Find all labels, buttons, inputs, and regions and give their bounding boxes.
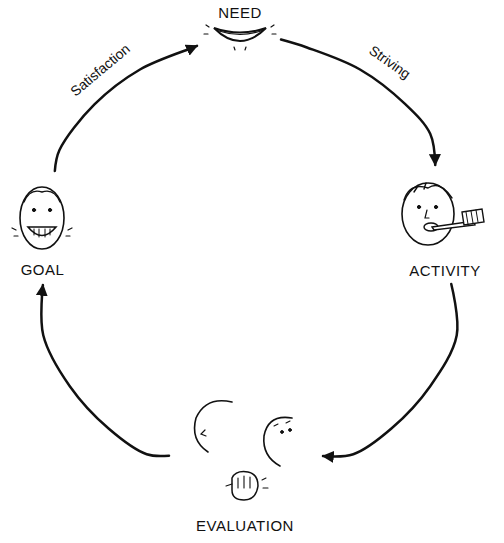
hair (404, 183, 452, 200)
node-label: NEED (218, 4, 262, 21)
fist (232, 472, 258, 500)
ear (201, 430, 206, 436)
teeth (34, 229, 50, 237)
cycle-arrow (281, 40, 435, 165)
toothbrush-bristles (462, 209, 484, 225)
hair (24, 191, 60, 202)
eye (281, 431, 284, 434)
motion-marks (262, 478, 268, 488)
sparkle-marks (204, 25, 276, 50)
node-label: ACTIVITY (409, 262, 481, 279)
head-outline (20, 187, 64, 249)
brow (274, 421, 290, 426)
head-profile (195, 401, 233, 452)
cycle-arrow (41, 285, 169, 456)
head-outline (402, 183, 454, 245)
eye (289, 429, 292, 432)
evaluation-faces (195, 401, 293, 500)
need-mouth (204, 25, 276, 50)
open-mouth (214, 28, 266, 41)
goal-node: GOAL (5, 172, 80, 282)
eye (434, 205, 437, 208)
head-profile (264, 417, 292, 466)
bristle-lines (466, 210, 478, 224)
activity-node: ACTIVITY (395, 168, 495, 283)
node-label: GOAL (21, 261, 65, 278)
goal-face (12, 187, 72, 249)
eye (32, 208, 35, 211)
evaluation-node: EVALUATION (170, 383, 320, 538)
grin (28, 227, 56, 236)
cycle-arrow (55, 46, 197, 171)
sparkle-marks (12, 228, 72, 236)
cycle-arrow (323, 284, 457, 456)
eye (48, 208, 51, 211)
fingers (226, 476, 250, 488)
edge-label: Satisfaction (65, 39, 135, 102)
teeth-line (219, 31, 261, 35)
nose (425, 210, 429, 218)
eye (417, 205, 420, 208)
edge-label: Striving (364, 40, 416, 83)
need-node: NEED (200, 2, 280, 52)
node-label: EVALUATION (196, 517, 294, 534)
activity-face (402, 183, 484, 245)
